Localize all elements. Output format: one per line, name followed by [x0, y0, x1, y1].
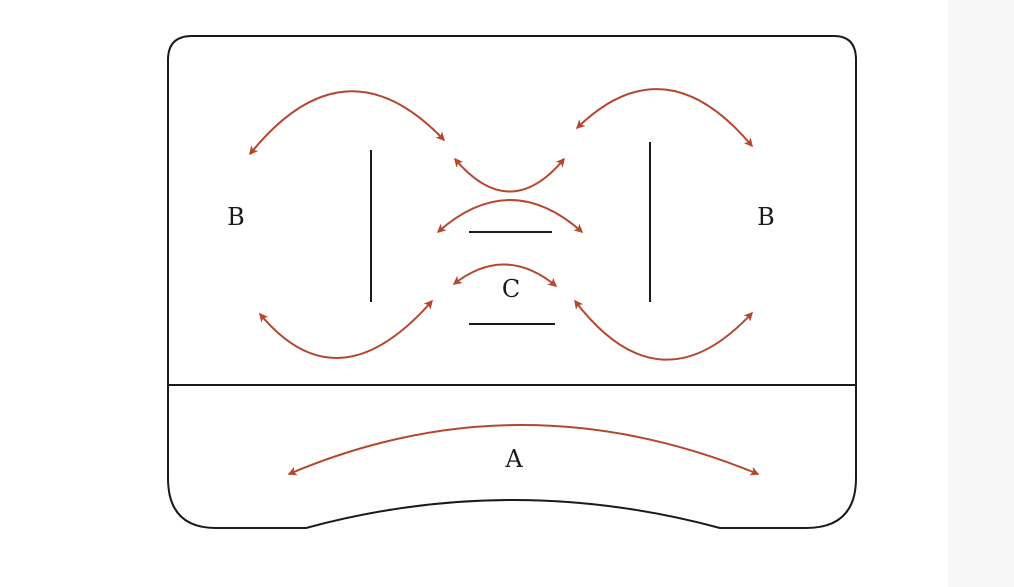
label-b-right: B [757, 203, 775, 231]
arrow-upper-left [249, 90, 446, 156]
label-b-left: B [227, 203, 245, 231]
label-c: C [502, 275, 520, 303]
arrow-center-small [452, 263, 558, 287]
arrow-cross-1 [454, 157, 565, 193]
arrow-center-arch [436, 199, 584, 233]
arrow-upper-right [575, 88, 753, 148]
label-a: A [504, 445, 523, 473]
right-margin-strip [948, 0, 1014, 587]
arrow-lower-right [574, 299, 754, 361]
arrow-lower-left [259, 299, 433, 359]
enclosure-outline [167, 35, 857, 529]
arrow-bottom-a [287, 424, 760, 476]
